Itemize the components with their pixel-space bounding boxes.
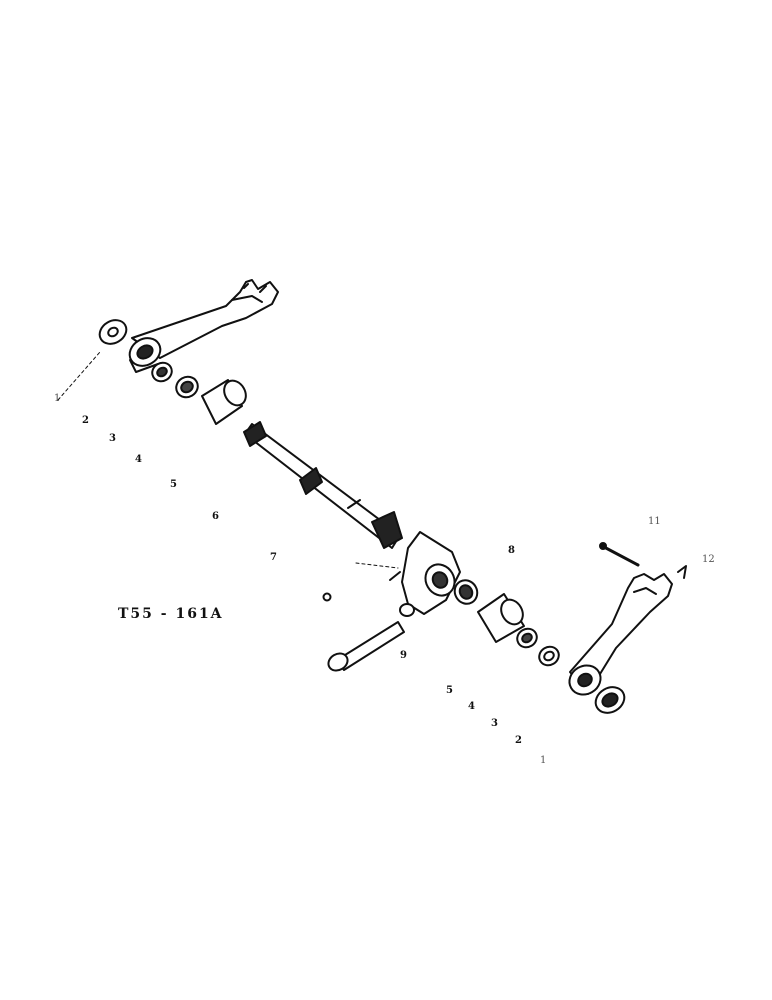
left-bearing-ring — [175, 375, 199, 399]
left-bushing — [201, 379, 247, 425]
right-bushing — [477, 593, 525, 643]
callout-left-1: 1 — [54, 393, 61, 404]
left-seal-ring — [151, 361, 173, 383]
left-washer — [98, 319, 128, 345]
callout-right-1: 1 — [540, 755, 547, 766]
callout-right-8: 8 — [508, 545, 515, 556]
callout-right-5: 5 — [446, 685, 453, 696]
callout-right-9: 9 — [400, 650, 407, 661]
callout-right-4: 4 — [468, 701, 475, 712]
clevis-pin — [599, 542, 640, 567]
callout-left-4: 4 — [135, 454, 142, 465]
right-spacer-ring — [538, 645, 560, 667]
callout-left-5: 5 — [170, 479, 177, 490]
callout-left-7: 7 — [270, 552, 277, 563]
leader-line — [57, 351, 101, 401]
callout-left-2: 2 — [82, 415, 89, 426]
callout-left-3: 3 — [109, 433, 116, 444]
right-washer — [594, 686, 626, 714]
cotter-pin — [677, 565, 687, 579]
callout-right-3: 3 — [491, 718, 498, 729]
callout-left-6: 6 — [212, 511, 219, 522]
control-handle — [327, 603, 415, 672]
snap-ring — [322, 592, 332, 602]
callout-right-2: 2 — [515, 735, 522, 746]
callout-right-12: 12 — [702, 554, 715, 565]
right-bearing-ring — [453, 579, 479, 605]
right-seal-ring — [516, 627, 538, 649]
figure-code: T55 - 161A — [118, 606, 224, 622]
rockshaft-lever — [355, 531, 461, 615]
right-lift-arm — [568, 573, 673, 696]
cross-shaft — [243, 421, 403, 549]
left-lift-arm — [128, 279, 279, 373]
callout-right-11: 11 — [648, 516, 661, 527]
